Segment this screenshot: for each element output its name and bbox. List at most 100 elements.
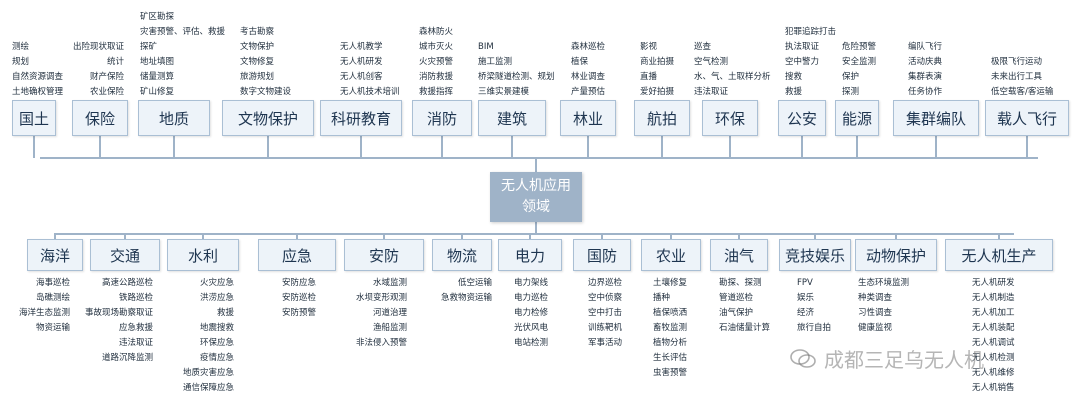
- bottom-category-items: 海事巡检岛礁测绘海洋生态监测物资运输: [19, 276, 70, 336]
- top-category-items: 矿区勘探灾害预警、评估、救援探矿地址填图储量测算矿山修复: [140, 10, 225, 100]
- top-item: 犯罪追踪打击: [785, 27, 837, 37]
- top-item: 任务协作: [908, 87, 943, 97]
- bottom-item: 生长评估: [653, 353, 688, 363]
- bottom-item: 电力检修: [513, 308, 548, 318]
- bottom-category-items: 无人机研发无人机制造无人机加工无人机装配无人机调试无人机检测无人机维修无人机销售: [972, 276, 1015, 396]
- bottom-item: 无人机调试: [972, 338, 1015, 348]
- top-item: 灾害预警、评估、救援: [140, 27, 226, 37]
- top-item: 搜救: [785, 72, 803, 82]
- top-item: 救援指挥: [419, 87, 454, 97]
- bottom-category-box: 油气: [710, 239, 768, 271]
- top-item: 森林防火: [419, 27, 454, 37]
- top-item: 三维实景建模: [478, 87, 530, 97]
- center-title-line1: 无人机应用: [501, 178, 571, 194]
- top-item: 地址填图: [140, 57, 175, 67]
- bottom-category-box: 交通: [90, 239, 160, 271]
- top-category-items: 危险预警安全监测保护探测: [842, 40, 876, 100]
- bottom-connector-8: [601, 233, 603, 239]
- bottom-item: 救援: [216, 308, 234, 318]
- top-item: 旅游规划: [240, 72, 275, 82]
- top-item: 空中警力: [785, 57, 820, 67]
- top-category-box: 地质: [138, 100, 210, 136]
- top-connector-11: [801, 136, 803, 158]
- top-category-items: 测绘规划自然资源调查土地确权管理: [12, 40, 63, 100]
- bottom-item: 物资运输: [35, 323, 70, 333]
- top-item: 探测: [842, 87, 860, 97]
- bottom-item: 无人机制造: [972, 293, 1015, 303]
- top-category-items: 森林防火城市灭火火灾预警消防救援救援指挥: [419, 25, 453, 100]
- center-stem-top: [535, 157, 537, 172]
- bottom-connector-3: [202, 233, 204, 239]
- bottom-item: 虫害预警: [653, 368, 688, 378]
- top-category-items: 森林巡检植保林业调查产量预估: [571, 40, 605, 100]
- bottom-item: 土壤修复: [653, 278, 688, 288]
- bottom-item: 海事巡检: [35, 278, 70, 288]
- bottom-item: 空中侦察: [587, 293, 622, 303]
- top-category-box: 文物保护: [222, 100, 314, 136]
- top-item: 测绘: [12, 42, 30, 52]
- bottom-item: 边界巡检: [587, 278, 622, 288]
- top-item: 空气检测: [694, 57, 729, 67]
- top-item: 巡查: [694, 42, 712, 52]
- bottom-item: 习性调查: [858, 308, 893, 318]
- bottom-connector-4: [296, 233, 298, 239]
- bottom-category-box: 农业: [641, 239, 701, 271]
- bottom-item: 畜牧监测: [653, 323, 688, 333]
- bottom-item: 事故现场勘察取证: [84, 308, 153, 318]
- bottom-category-items: 勘探、探测管道巡检油气保护石油储量计算: [719, 276, 770, 336]
- bottom-item: 铁路巡检: [118, 293, 153, 303]
- bottom-item: 应急救援: [118, 323, 153, 333]
- bottom-item: 河道治理: [372, 308, 407, 318]
- top-connector-4: [267, 136, 269, 158]
- bottom-category-items: 低空运输急救物资运输: [441, 276, 492, 306]
- bottom-item: 生态环境监测: [858, 278, 910, 288]
- watermark-text: 成都三足乌无人机: [824, 348, 984, 372]
- top-item: 水、气、土取样分析: [694, 72, 771, 82]
- bottom-category-box: 物流: [432, 239, 492, 271]
- bottom-category-box: 应急: [258, 239, 336, 271]
- bottom-item: 安防预警: [281, 308, 316, 318]
- center-title-line2: 领域: [522, 199, 550, 215]
- top-item: 无人机教学: [340, 42, 383, 52]
- bottom-connector-6: [461, 233, 463, 239]
- top-item: 编队飞行: [908, 42, 943, 52]
- top-item: 危险预警: [842, 42, 877, 52]
- bottom-category-items: 火灾应急洪涝应急救援地震搜救环保应急疫情应急地质灾害应急通信保障应急: [183, 276, 234, 396]
- bottom-connector-12: [895, 233, 897, 239]
- bottom-item: 疫情应急: [199, 353, 234, 363]
- top-category-box: 集群编队: [893, 100, 979, 136]
- top-category-items: 无人机教学无人机研发无人机创客无人机技术培训: [340, 40, 400, 100]
- bottom-item: 火灾应急: [199, 278, 234, 288]
- top-item: 无人机技术培训: [340, 87, 400, 97]
- top-item: 商业拍摄: [640, 57, 675, 67]
- top-connector-line: [40, 157, 1038, 159]
- bottom-item: 健康监视: [858, 323, 893, 333]
- top-category-box: 消防: [412, 100, 472, 136]
- bottom-item: 违法取证: [118, 338, 153, 348]
- top-item: 产量预估: [571, 87, 606, 97]
- top-item: 考古勘察: [240, 27, 275, 37]
- top-connector-3: [173, 136, 175, 158]
- top-category-box: 载人飞行: [985, 100, 1069, 136]
- top-item: 违法取证: [694, 87, 729, 97]
- top-item: 影视: [640, 42, 658, 52]
- bottom-category-box: 无人机生产: [945, 239, 1053, 271]
- bottom-item: 低空运输: [457, 278, 492, 288]
- bottom-category-items: 土壤修复播种植保喷洒畜牧监测植物分析生长评估虫害预警: [653, 276, 687, 381]
- top-category-items: 犯罪追踪打击执法取证空中警力搜救救援: [785, 25, 836, 100]
- bottom-connector-1: [54, 233, 56, 239]
- bottom-item: 水域监测: [372, 278, 407, 288]
- top-item: 林业调查: [571, 72, 606, 82]
- bottom-item: 水坝变形观测: [355, 293, 407, 303]
- top-category-box: 科研教育: [320, 100, 402, 136]
- top-item: 规划: [12, 57, 30, 67]
- top-item: 施工监测: [478, 57, 513, 67]
- top-category-items: 极限飞行运动未来出行工具低空载客/客运输: [991, 55, 1053, 100]
- top-item: 文物保护: [240, 42, 275, 52]
- bottom-item: 石油储量计算: [719, 323, 771, 333]
- bottom-item: 训练靶机: [587, 323, 622, 333]
- top-item: 自然资源调查: [12, 72, 64, 82]
- bottom-category-items: 水域监测水坝变形观测河道治理渔船监测非法侵入预警: [356, 276, 407, 351]
- bottom-category-items: 安防应急安防巡检安防预警: [282, 276, 316, 321]
